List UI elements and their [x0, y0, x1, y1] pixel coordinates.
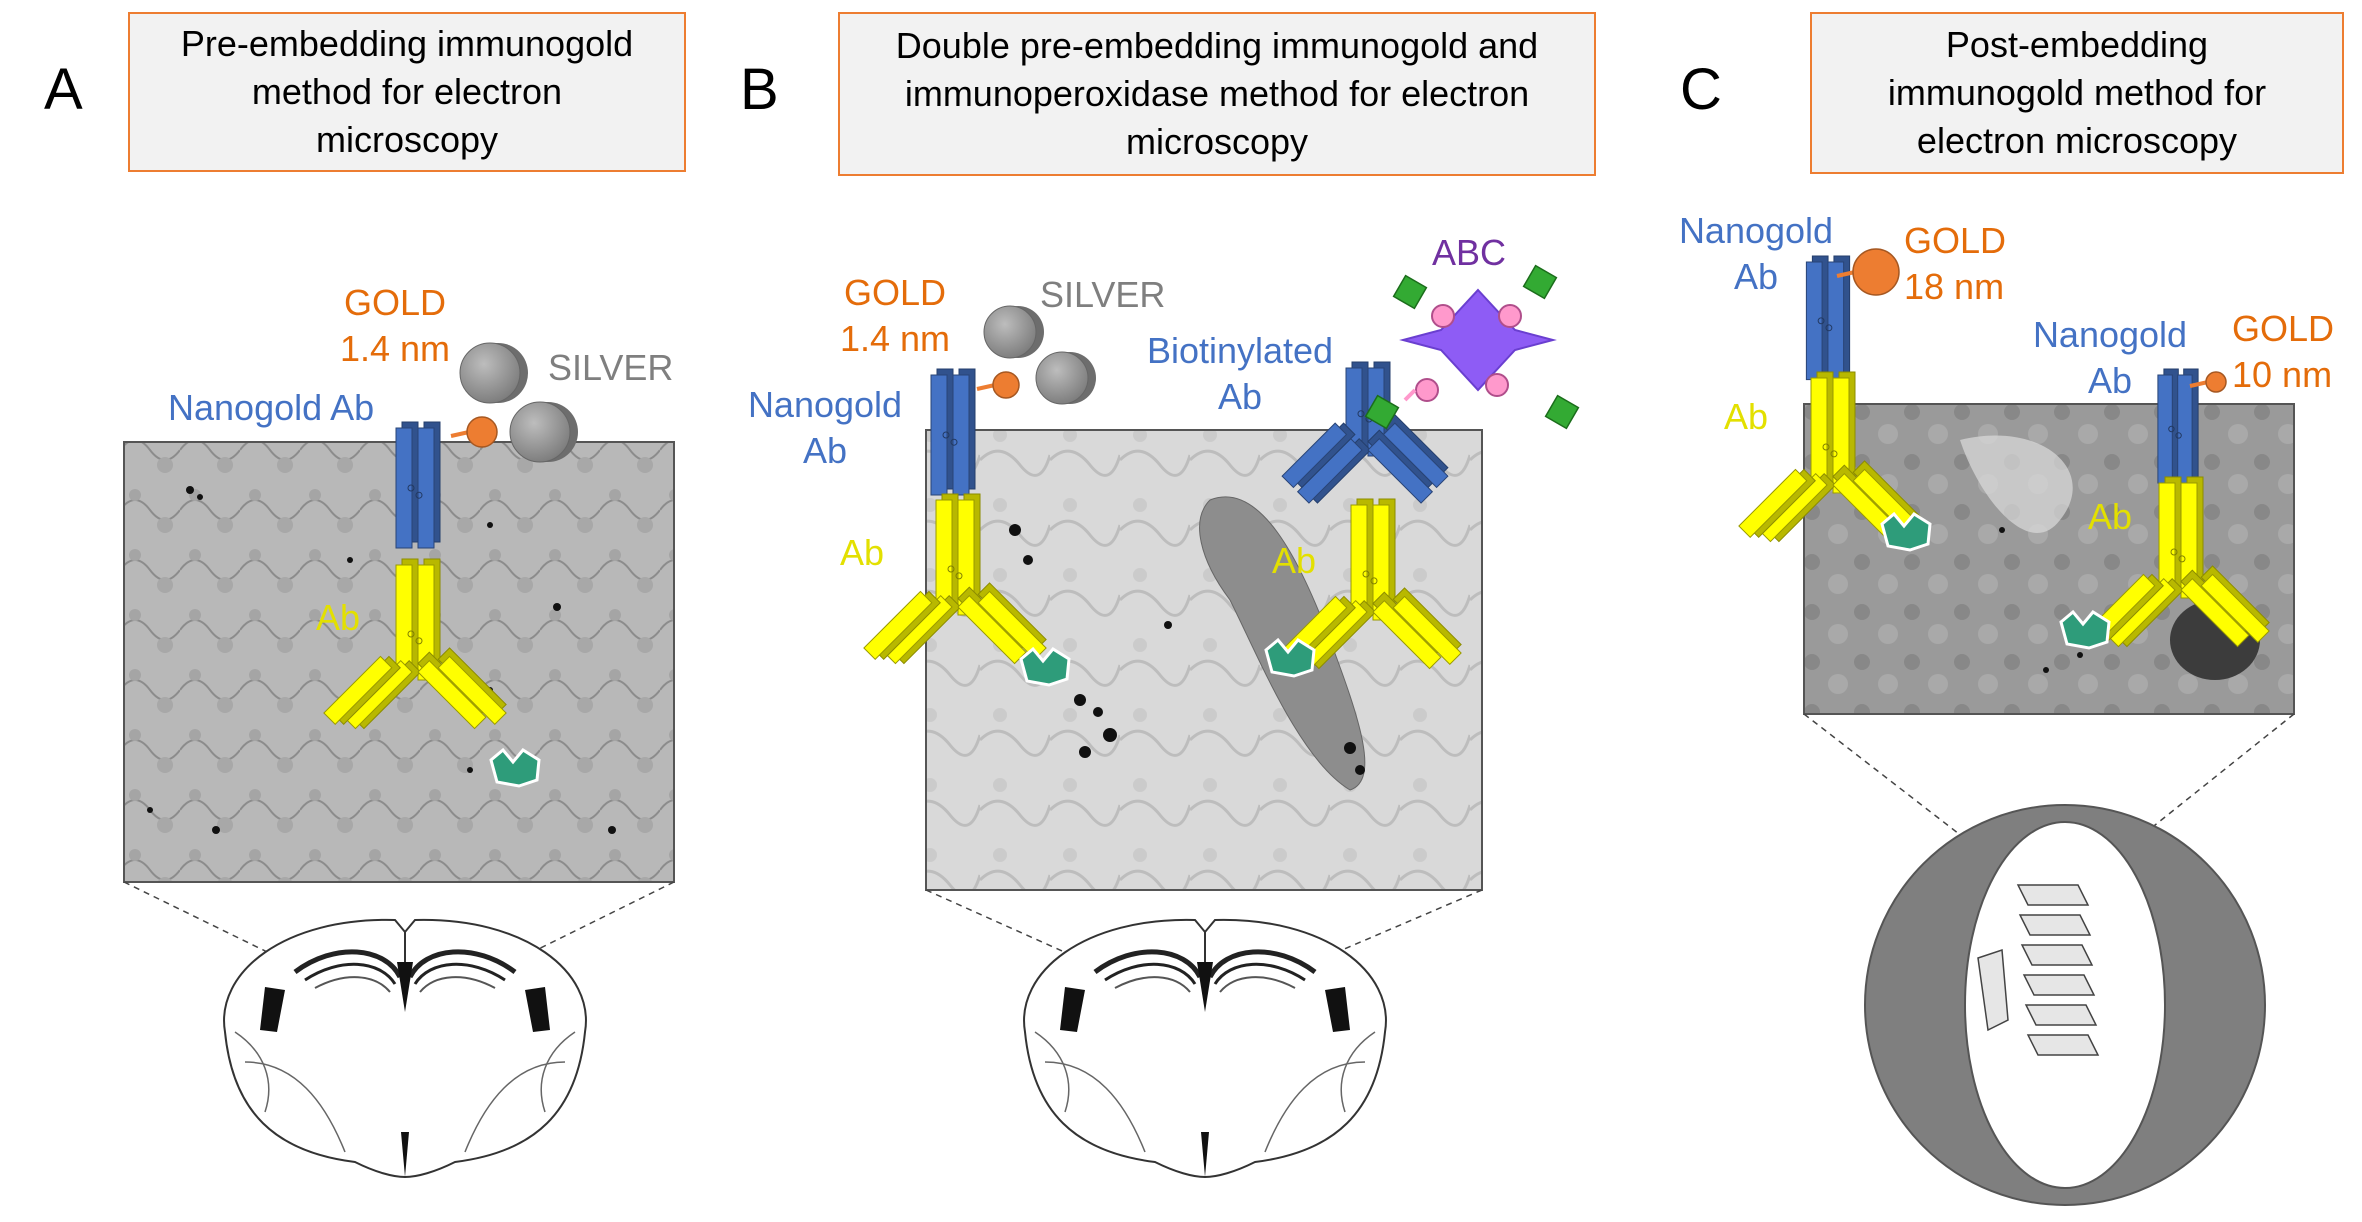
- panel-c-section-5: [2024, 1004, 2098, 1026]
- panel-a-letter: A: [44, 57, 83, 122]
- panel-a-ab-label: Ab: [316, 597, 361, 638]
- panel-c-nanogold-ab-left-label: Nanogold Ab: [1678, 210, 1834, 297]
- panel-b-gold-particles: [1009, 524, 1365, 775]
- panel-c-section-2: [2018, 914, 2092, 936]
- panel-c-section-4: [2022, 974, 2096, 996]
- panel-c-primary-antibody-right: [2086, 476, 2270, 648]
- panel-b-gold-bead: [976, 371, 1020, 399]
- panel-c-gold-10-label: GOLD 10 nm: [2232, 308, 2335, 395]
- panel-b-avidin-1: [1392, 274, 1428, 310]
- panel-c-title: Post-embedding immunogold method for ele…: [1810, 12, 2344, 174]
- panel-b-biotin-3: [1415, 378, 1439, 402]
- panel-b-letter: B: [740, 57, 779, 122]
- panel-c-section-tilted: [1977, 948, 2009, 1032]
- panel-b-nanogold-ab-label: Nanogold Ab: [747, 384, 903, 471]
- panel-b-antigen-left: [1019, 646, 1071, 687]
- panel-c-zoom-line-right: [2079, 713, 2295, 886]
- panel-b-gold-label: GOLD 1.4 nm: [839, 272, 951, 359]
- panel-c-bright-region: [1960, 435, 2073, 533]
- panel-c-section-3: [2020, 944, 2094, 966]
- panel-a-silver-label: SILVER: [548, 347, 674, 388]
- panel-a-primary-antibody: [323, 558, 507, 730]
- panel-a-silver-particle-1: [459, 342, 528, 404]
- panel-b-micrograph: [925, 429, 1483, 891]
- panel-b-antigen-right: [1264, 637, 1316, 678]
- panel-a-title: Pre-embedding immunogold method for elec…: [128, 12, 686, 172]
- panel-c-antigen-right: [2059, 609, 2111, 650]
- panel-b-title: Double pre-embedding immunogold and immu…: [838, 12, 1596, 176]
- panel-b-silver-particle-1: [983, 305, 1044, 359]
- panel-b-abc-label: ABC: [1432, 232, 1507, 273]
- panel-a-gold-label: GOLD 1.4 nm: [339, 282, 451, 369]
- panel-b-ab-right-label: Ab: [1272, 540, 1317, 581]
- antibodies: [323, 248, 2270, 788]
- panel-b-nanogold-antibody: [930, 368, 976, 496]
- panel-c-gold-bead-10nm: [2189, 371, 2227, 393]
- panel-b-biotinylated-antibody: [1281, 361, 1449, 504]
- panel-c-section-6: [2026, 1034, 2100, 1056]
- panel-c-gold-particles: [1999, 527, 2083, 673]
- panel-b-biotinylated-ab-label: Biotinylated Ab: [1146, 330, 1334, 417]
- panel-c-letter: C: [1680, 57, 1722, 122]
- panel-b-biotin-4: [1485, 373, 1509, 397]
- panel-b-silver-label: SILVER: [1040, 274, 1166, 315]
- panel-b-avidin-2: [1522, 264, 1558, 300]
- panel-c-gold-18-label: GOLD 18 nm: [1904, 220, 2007, 307]
- panel-b-silver-particle-2: [1035, 351, 1096, 405]
- panel-a-antigen: [489, 747, 541, 788]
- panel-b-primary-antibody-left: [863, 493, 1047, 665]
- panel-c-nanogold-antibody-right: [2157, 368, 2199, 484]
- panel-a-silver-particle-2: [509, 401, 578, 463]
- panel-a-nanogold-ab-label: Nanogold Ab: [168, 387, 375, 428]
- panel-c-grid-section: [1803, 713, 2295, 1206]
- panel-b-brain-section: [1023, 918, 1387, 1179]
- em-micrographs: [123, 403, 2295, 891]
- panel-c-ab-right-label: Ab: [2088, 496, 2133, 537]
- panel-c-ab-left-label: Ab: [1724, 396, 1769, 437]
- panel-b-avidin-3: [1364, 394, 1400, 430]
- panel-b-biotin-2: [1498, 304, 1522, 328]
- panel-c-primary-antibody-left: [1738, 371, 1922, 543]
- panel-c-nanogold-ab-right-label: Nanogold Ab: [2032, 314, 2188, 401]
- panel-b-abc-complex: [1364, 264, 1580, 430]
- panel-c-gold-bead-18nm: [1836, 248, 1900, 296]
- panel-b-biotin-1: [1431, 304, 1455, 328]
- panel-c-antigen-left: [1880, 511, 1932, 552]
- panel-a-brain-section: [223, 918, 587, 1179]
- panel-a-nanogold-antibody: [395, 421, 441, 549]
- panel-c-section-1: [2016, 884, 2090, 906]
- panel-a-gold-bead: [450, 416, 498, 448]
- brain-sections: [123, 713, 2295, 1206]
- panel-b-ab-left-label: Ab: [840, 532, 885, 573]
- panel-b-avidin-4: [1544, 394, 1580, 430]
